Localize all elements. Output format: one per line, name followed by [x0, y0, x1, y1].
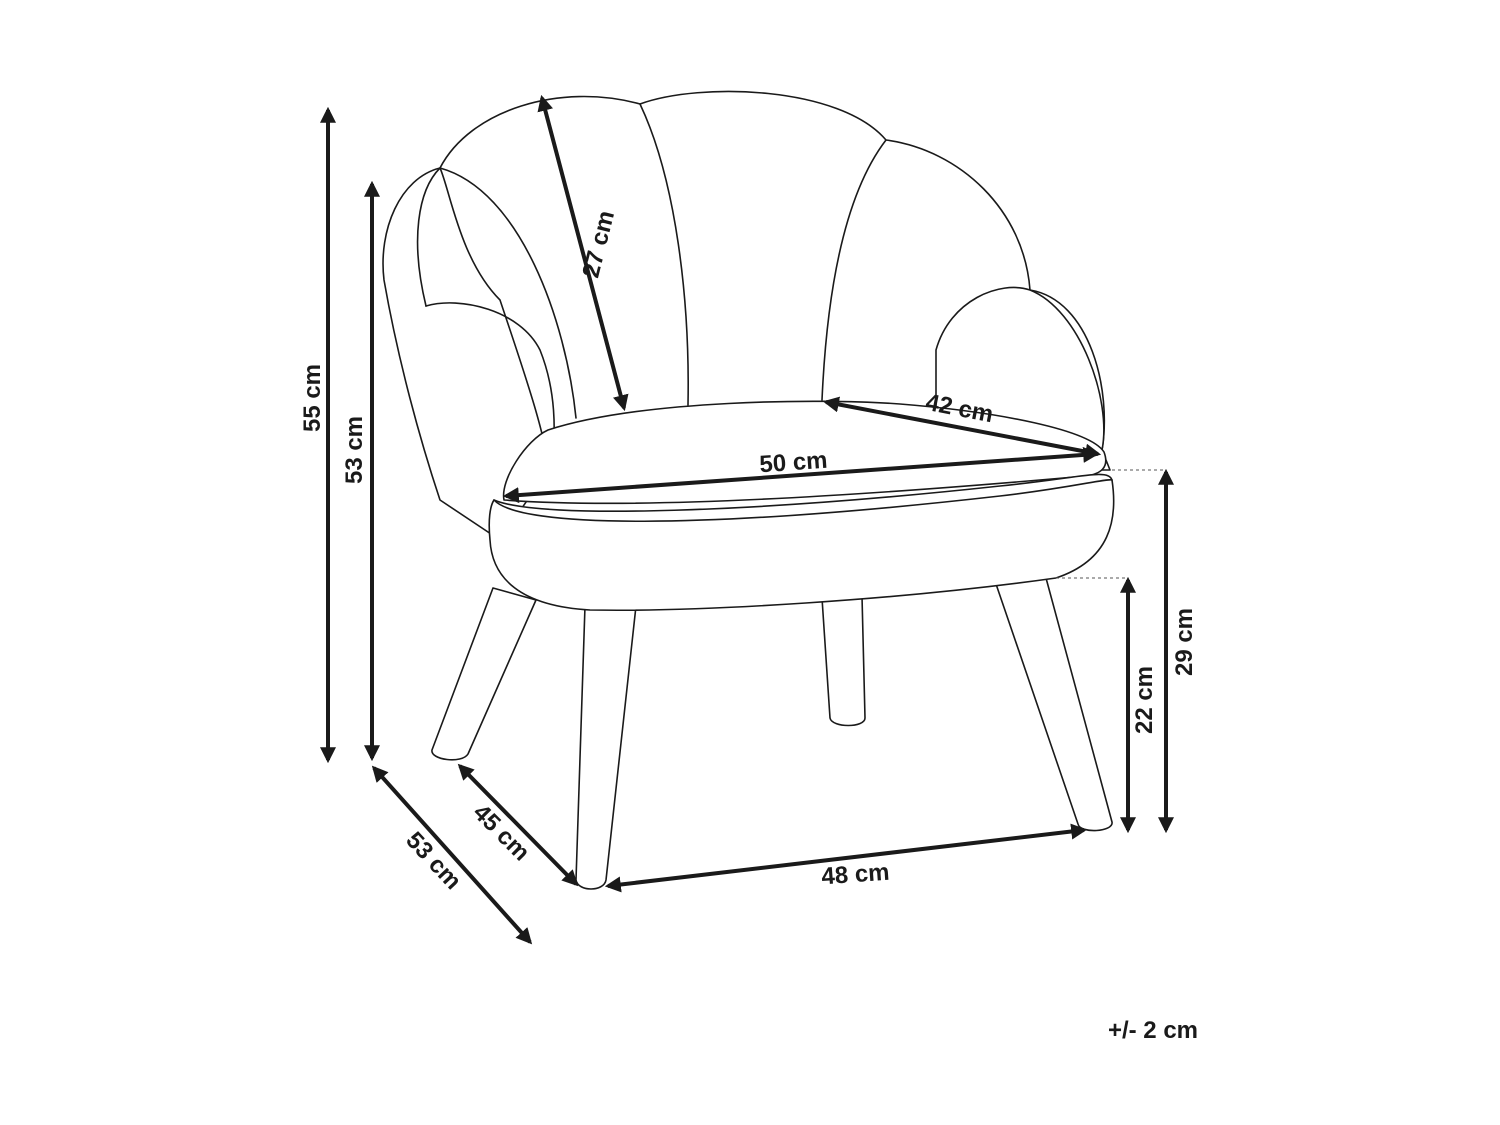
chair-seat — [488, 400, 1115, 612]
back-right-leg — [821, 595, 866, 727]
seat-width-label: 50 cm — [759, 447, 829, 479]
left-armrest-curve — [416, 167, 441, 307]
leg-height-label: 22 cm — [1131, 666, 1158, 734]
seat-cushion-front — [488, 473, 1115, 612]
tolerance-note: +/- 2 cm — [1108, 1017, 1198, 1044]
seat-depth-arrow — [822, 396, 1102, 460]
overall-depth-arrow — [371, 765, 533, 945]
leg-width-label: 48 cm — [821, 859, 891, 891]
back-height-label: 53 cm — [341, 416, 368, 484]
front-right-leg — [995, 577, 1113, 832]
overall-height-label: 55 cm — [299, 364, 326, 432]
front-center-leg — [575, 605, 637, 890]
seat-width-arrow — [502, 446, 1100, 504]
backrest-height-arrow — [537, 94, 629, 412]
front-left-leg — [431, 587, 537, 761]
back-panel-line-3 — [821, 139, 887, 401]
chair-legs — [431, 577, 1113, 890]
back-panel-line-2 — [639, 103, 689, 406]
extension-lines — [1056, 469, 1166, 579]
dimension-arrows — [320, 94, 1174, 945]
leg-width-arrow — [604, 823, 1088, 893]
seat-height-label: 29 cm — [1171, 608, 1198, 676]
